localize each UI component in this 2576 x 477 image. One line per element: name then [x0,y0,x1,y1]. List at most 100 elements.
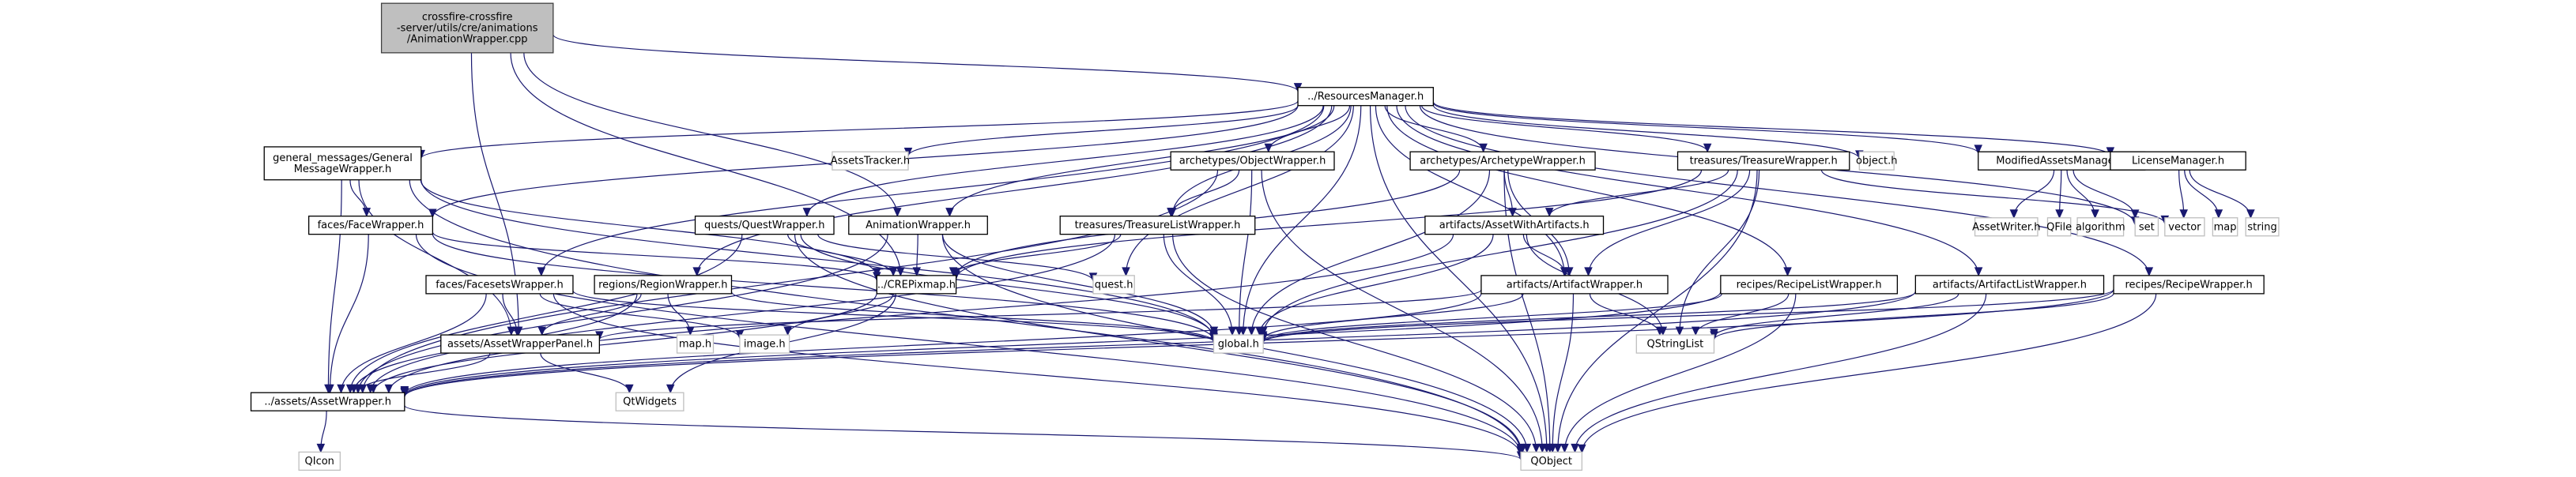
edge-crepixmap-to-imageh [787,293,894,336]
node-facesets[interactable]: faces/FacesetsWrapper.h [425,275,574,295]
node-label: artifacts/AssetWithArtifacts.h [1439,220,1590,231]
arrowhead-icon [1247,326,1256,336]
edge-resman-to-globalh [1243,105,1362,336]
arrowhead-icon [1209,326,1219,336]
node-box [1858,151,1895,171]
node-label: archetypes/ArchetypeWrapper.h [1420,156,1586,167]
node-box [263,146,422,181]
edge-artlist-to-qobject [1574,293,1987,453]
node-box [2113,275,2265,295]
node-resman[interactable]: ../ResourcesManager.h [1297,87,1434,107]
edge-resman-to-objecth [1432,104,1860,160]
arrowhead-icon [2091,209,2099,219]
node-animwrap[interactable]: AnimationWrapper.h [848,216,988,235]
node-questwrap[interactable]: quests/QuestWrapper.h [694,216,835,235]
node-facewrap[interactable]: faces/FaceWrapper.h [308,216,433,235]
node-box [298,451,341,471]
arrowhead-icon [783,326,792,336]
node-box [2076,217,2125,237]
node-box [440,334,600,354]
node-label: recipes/RecipeListWrapper.h [1737,279,1882,291]
arrowhead-icon [625,384,634,394]
node-box [2046,217,2072,237]
node-label: general_messages/General [273,152,413,164]
node-label: vector [2168,221,2201,233]
node-box [739,334,790,354]
edge-questwrap-to-questh [817,234,1094,282]
edge-questwrap-to-assetwrapper [349,234,743,393]
edge-genmsg-to-assetwrapper [327,179,342,393]
node-label: QStringList [1647,339,1704,351]
node-label: ../assets/AssetWrapper.h [264,396,391,408]
edge-facesets-to-assetwrapper [340,293,487,393]
arrowhead-icon [1561,267,1570,277]
edge-assetwrapper-to-qobject [404,404,1522,460]
node-box [308,216,433,235]
node-label: regions/RegionWrapper.h [598,279,727,291]
edge-treawrap-to-crepixmap [955,170,1703,280]
edge-questwrap-to-globalh [800,234,1215,338]
edge-facesets-to-imageh [539,293,741,339]
node-license[interactable]: LicenseManager.h [2110,151,2246,171]
node-assetwithart[interactable]: artifacts/AssetWithArtifacts.h [1424,216,1605,235]
node-box [250,392,405,411]
edge-license-to-map [2184,170,2220,218]
node-string: string [2245,217,2280,237]
node-trealist[interactable]: treasures/TreasureListWrapper.h [1059,216,1256,235]
arrowhead-icon [2179,209,2189,219]
node-questh: quest.h [1092,275,1135,295]
node-label: AssetsTracker.h [831,156,910,167]
node-regionwrap[interactable]: regions/RegionWrapper.h [594,275,733,295]
edge-archwrap-to-globalh [1250,170,1491,336]
node-box [425,275,574,295]
arrowhead-icon [353,384,363,394]
arrowhead-icon [1560,443,1569,453]
node-box [832,151,909,171]
node-artlist[interactable]: artifacts/ArtifactListWrapper.h [1914,275,2105,295]
node-awpanel[interactable]: assets/AssetWrapperPanel.h [440,334,600,354]
edge-treawrap-to-qstringlist [1679,170,1760,336]
edge-treawrap-to-artwrap [1587,170,1751,276]
arrowhead-icon [2246,209,2255,219]
edge-genmsg-to-globalh [421,178,1215,340]
node-crepixmap[interactable]: ../CREPixmap.h [876,275,957,295]
arrowhead-icon [1228,326,1237,336]
edge-artwrap-to-awpanel [598,289,1482,340]
node-artwrap[interactable]: artifacts/ArtifactWrapper.h [1480,275,1669,295]
node-label: object.h [1856,156,1897,167]
node-assetwrapper[interactable]: ../assets/AssetWrapper.h [250,392,405,411]
node-treawrap[interactable]: treasures/TreasureWrapper.h [1676,151,1850,171]
node-box [1480,275,1669,295]
arrowhead-icon [326,384,334,394]
arrowhead-icon [512,326,522,336]
edge-root-to-resman [553,34,1299,92]
node-objwrap[interactable]: archetypes/ObjectWrapper.h [1170,151,1335,171]
node-label: QFile [2046,221,2072,233]
node-box [2212,217,2238,237]
arrowhead-icon [1544,208,1554,217]
edge-animwrap-to-assetwrapper [357,234,888,393]
node-label: treasures/TreasureWrapper.h [1690,156,1838,167]
arrowhead-icon [1538,443,1547,453]
edge-recipelist-to-assetwrapper [404,291,1722,396]
node-box [1213,334,1264,354]
node-qicon: QIcon [298,451,341,471]
edge-artlist-to-qstringlist [1713,293,1959,338]
node-recipelist[interactable]: recipes/RecipeListWrapper.h [1720,275,1899,295]
arrowhead-icon [2009,209,2019,219]
arrowhead-icon [316,443,326,453]
node-recipewrap[interactable]: recipes/RecipeWrapper.h [2113,275,2265,295]
arrowhead-icon [537,267,546,277]
node-modassets[interactable]: ModifiedAssetsManager.h [1978,151,2146,171]
arrowhead-icon [1974,267,1983,277]
node-map: map [2212,217,2238,237]
arrowhead-icon [1584,267,1593,277]
edge-resman-to-questh [1125,105,1354,276]
node-archwrap[interactable]: archetypes/ArchetypeWrapper.h [1409,151,1596,171]
node-root[interactable]: crossfire-crossfire-server/utils/cre/ani… [380,2,554,54]
edge-artwrap-to-assetwrapper [404,293,1482,395]
arrowhead-icon [1974,145,1983,155]
edge-assetwithart-to-globalh [1258,234,1494,336]
